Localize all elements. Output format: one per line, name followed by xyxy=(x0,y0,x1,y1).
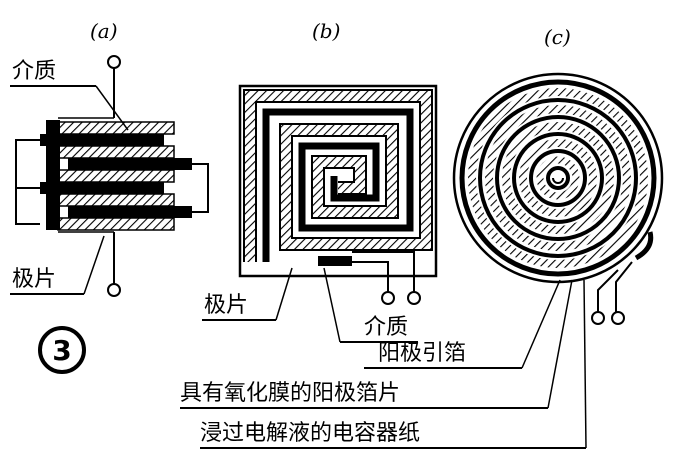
frame-b xyxy=(238,84,438,278)
panel-b: (b) 极片 介质 xyxy=(202,19,438,343)
terminal-top-a xyxy=(107,55,121,69)
terminal-c-1 xyxy=(591,311,605,325)
spiral-plate-b xyxy=(243,89,433,262)
panel-a-label: (a) xyxy=(90,19,118,43)
terminal-b-2 xyxy=(407,291,421,305)
terminal-b-1 xyxy=(381,291,395,305)
outer-wrap-c xyxy=(452,72,664,284)
panel-b-label: (b) xyxy=(312,19,340,43)
dielectric-label-a: 介质 xyxy=(12,59,56,84)
terminal-bottom-a xyxy=(107,283,121,297)
paper-label: 浸过电解液的电容器纸 xyxy=(200,421,420,446)
plate-label-a: 极片 xyxy=(12,267,56,292)
dielectric-label-b: 介质 xyxy=(364,315,408,340)
panel-c-label: (c) xyxy=(544,25,571,49)
spiral-windings-c xyxy=(459,79,657,277)
oxide-foil-label: 具有氧化膜的阳极箔片 xyxy=(180,381,400,406)
spiral-plate-b-2 xyxy=(262,108,414,262)
figure-number: 3 xyxy=(52,334,71,367)
panel-a: (a) 介质 xyxy=(10,19,209,374)
plate-label-b: 极片 xyxy=(204,293,248,318)
panel-c: (c) 阳极引箔 具有氧化膜的阳极箔片 xyxy=(180,25,664,449)
terminal-c-2 xyxy=(611,311,625,325)
anode-lead-label: 阳极引箔 xyxy=(378,341,466,366)
figure-number-badge xyxy=(38,326,86,374)
plates-a xyxy=(40,120,192,230)
